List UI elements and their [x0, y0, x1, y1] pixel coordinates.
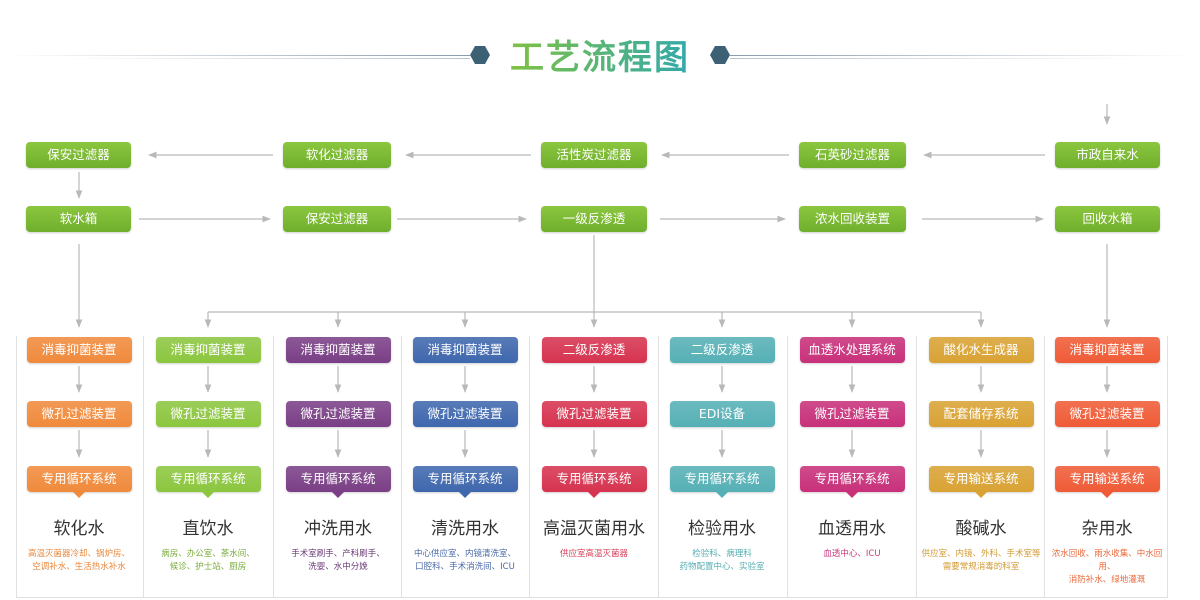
column-8-step-2: 配套储存系统	[928, 401, 1034, 427]
pointer-icon	[846, 492, 858, 498]
pointer-icon	[202, 492, 214, 498]
column-8-step-1: 酸化水生成器	[928, 337, 1034, 363]
column-5-step-3: 专用循环系统	[541, 466, 647, 492]
column-5-step-2: 微孔过滤装置	[541, 401, 647, 427]
description-line: 血透中心、ICU	[823, 549, 881, 559]
column-7-step-2: 微孔过滤装置	[799, 401, 905, 427]
column-5-category: 高温灭菌用水	[543, 519, 645, 539]
column-3-step-1: 消毒抑菌装置	[285, 337, 391, 363]
description-line: 中心供应室、内镜清洗室、	[413, 549, 516, 559]
description-line: 供应室、内镜、外科、手术室等	[921, 549, 1041, 559]
panel-separator	[273, 336, 274, 598]
column-1-step-3: 专用循环系统	[26, 466, 132, 492]
flow-box-recovery-tank: 回收水箱	[1055, 206, 1160, 232]
column-4-category: 清洗用水	[431, 519, 499, 539]
pointer-icon	[459, 492, 471, 498]
page-title: 工艺流程图	[492, 30, 708, 78]
flow-box-municipal-water: 市政自来水	[1055, 142, 1160, 168]
column-7-step-3: 专用循环系统	[799, 466, 905, 492]
pointer-icon	[716, 492, 728, 498]
column-2-step-3: 专用循环系统	[155, 466, 261, 492]
flow-box-carbon-filter: 活性炭过滤器	[541, 142, 647, 168]
column-2-step-2: 微孔过滤装置	[155, 401, 261, 427]
column-4-step-3: 专用循环系统	[412, 466, 518, 492]
description-line: 需要常规消毒的科室	[942, 562, 1020, 572]
column-9-step-2: 微孔过滤装置	[1054, 401, 1160, 427]
flow-box-soft-water-tank: 软水箱	[26, 206, 131, 232]
application-panel	[16, 336, 1168, 598]
panel-separator	[916, 336, 917, 598]
column-2-step-1: 消毒抑菌装置	[155, 337, 261, 363]
description-line: 高温灭菌器冷却、锅炉房、	[27, 549, 130, 559]
description-line: 供应室高温灭菌器	[559, 549, 628, 559]
description-line: 候诊、护士站、厨房	[169, 562, 247, 572]
column-3-category: 冲洗用水	[304, 519, 372, 539]
column-3-step-3: 专用循环系统	[285, 466, 391, 492]
panel-separator	[787, 336, 788, 598]
column-7-description: 血透中心、ICU	[790, 548, 914, 561]
description-line: 空调补水、生活热水补水	[32, 562, 126, 572]
column-7-category: 血透用水	[818, 519, 886, 539]
column-1-description: 高温灭菌器冷却、锅炉房、空调补水、生活热水补水	[17, 548, 141, 574]
pointer-icon	[975, 492, 987, 498]
flow-box-security-filter-1: 保安过滤器	[26, 142, 131, 168]
panel-separator	[1044, 336, 1045, 598]
description-line: 消防补水、绿地灌溉	[1068, 575, 1146, 585]
column-8-description: 供应室、内镜、外科、手术室等需要常规消毒的科室	[919, 548, 1043, 574]
column-6-step-1: 二级反渗透	[669, 337, 775, 363]
column-6-category: 检验用水	[688, 519, 756, 539]
header-divider-left	[8, 55, 470, 56]
column-2-category: 直饮水	[182, 519, 234, 539]
column-8-step-3: 专用输送系统	[928, 466, 1034, 492]
header-divider-left-thin	[60, 58, 470, 59]
column-8-category: 酸碱水	[955, 519, 1007, 539]
pointer-icon	[588, 492, 600, 498]
column-3-step-2: 微孔过滤装置	[285, 401, 391, 427]
description-line: 病房、办公室、茶水间、	[161, 549, 255, 559]
panel-separator	[529, 336, 530, 598]
flow-box-security-filter-2: 保安过滤器	[283, 206, 391, 232]
hexagon-icon-left	[470, 45, 490, 65]
flow-box-concentrate-recovery: 浓水回收装置	[799, 206, 906, 232]
panel-separator	[143, 336, 144, 598]
description-line: 药物配置中心、实验室	[679, 562, 765, 572]
pointer-icon	[332, 492, 344, 498]
column-6-step-3: 专用循环系统	[669, 466, 775, 492]
column-5-description: 供应室高温灭菌器	[532, 548, 656, 561]
description-line: 手术室刷手、产科刷手、	[291, 549, 385, 559]
column-4-step-2: 微孔过滤装置	[412, 401, 518, 427]
column-6-step-2: EDI设备	[669, 401, 775, 427]
description-line: 口腔科、手术消洗间、ICU	[415, 562, 515, 572]
column-9-step-3: 专用输送系统	[1054, 466, 1160, 492]
flow-box-primary-ro: 一级反渗透	[541, 206, 647, 232]
flow-box-softening-filter: 软化过滤器	[283, 142, 391, 168]
header-divider-right	[730, 55, 1192, 56]
column-7-step-1: 血透水处理系统	[799, 337, 905, 363]
column-9-category: 杂用水	[1081, 519, 1133, 539]
flow-box-quartz-filter: 石英砂过滤器	[799, 142, 906, 168]
description-line: 洗婴、水中分娩	[308, 562, 368, 572]
column-1-step-2: 微孔过滤装置	[26, 401, 132, 427]
hexagon-icon-right	[710, 45, 730, 65]
description-line: 浓水回收、雨水收集、中水回用、	[1051, 549, 1163, 572]
column-4-step-1: 消毒抑菌装置	[412, 337, 518, 363]
pointer-icon	[73, 492, 85, 498]
column-1-step-1: 消毒抑菌装置	[26, 337, 132, 363]
column-5-step-1: 二级反渗透	[541, 337, 647, 363]
header-divider-right-thin	[730, 58, 1140, 59]
panel-separator	[401, 336, 402, 598]
column-9-step-1: 消毒抑菌装置	[1054, 337, 1160, 363]
column-3-description: 手术室刷手、产科刷手、洗婴、水中分娩	[276, 548, 400, 574]
column-6-description: 检验科、病理科药物配置中心、实验室	[660, 548, 784, 574]
column-9-description: 浓水回收、雨水收集、中水回用、消防补水、绿地灌溉	[1045, 548, 1169, 587]
column-4-description: 中心供应室、内镜清洗室、口腔科、手术消洗间、ICU	[403, 548, 527, 574]
column-1-category: 软化水	[53, 519, 105, 539]
panel-separator	[658, 336, 659, 598]
description-line: 检验科、病理科	[692, 549, 752, 559]
column-2-description: 病房、办公室、茶水间、候诊、护士站、厨房	[146, 548, 270, 574]
pointer-icon	[1101, 492, 1113, 498]
